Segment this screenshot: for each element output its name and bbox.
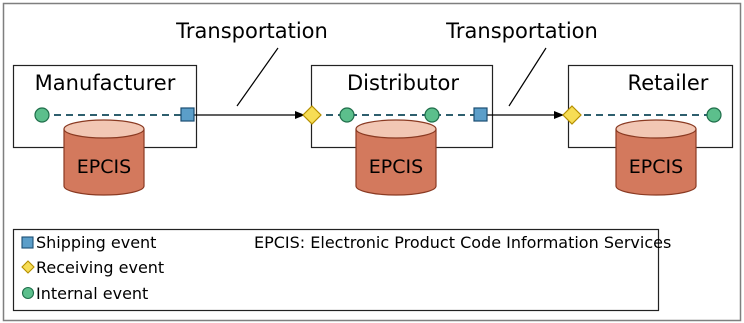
internal-event-icon — [34, 107, 50, 123]
leader-line-2 — [508, 47, 547, 107]
internal-event-icon — [706, 107, 722, 123]
db-label: EPCIS — [77, 156, 131, 178]
shipping-event-icon — [180, 107, 195, 122]
internal-event-icon — [339, 107, 355, 123]
db-label: EPCIS — [629, 156, 683, 178]
legend-epcis-definition: EPCIS: Electronic Product Code Informati… — [254, 233, 671, 252]
receiving-event-icon — [562, 105, 582, 125]
legend-box — [12, 228, 660, 312]
node-label: Retailer — [628, 71, 709, 95]
database-cylinder-icon: EPCIS — [615, 119, 697, 196]
node-label: Distributor — [347, 71, 459, 95]
shipping-event-icon — [473, 107, 488, 122]
internal-event-icon — [424, 107, 440, 123]
node-manufacturer: Manufacturer — [12, 64, 198, 149]
database-cylinder-icon: EPCIS — [63, 119, 145, 196]
shipping-legend-icon — [21, 236, 34, 249]
db-label: EPCIS — [369, 156, 423, 178]
receiving-event-icon — [302, 105, 322, 125]
receiving-legend-icon — [21, 260, 35, 274]
transportation-label-1: Transportation — [175, 19, 328, 43]
legend-shipping-label: Shipping event — [36, 233, 156, 252]
transportation-label-2: Transportation — [445, 19, 598, 43]
legend: Shipping event EPCIS: Electronic Product… — [12, 228, 671, 312]
leader-line-1 — [236, 47, 279, 107]
legend-internal-label: Internal event — [36, 284, 148, 303]
database-cylinder-icon: EPCIS — [355, 119, 437, 196]
node-label: Manufacturer — [35, 71, 176, 95]
internal-legend-icon — [21, 286, 35, 300]
legend-receiving-label: Receiving event — [36, 258, 164, 277]
